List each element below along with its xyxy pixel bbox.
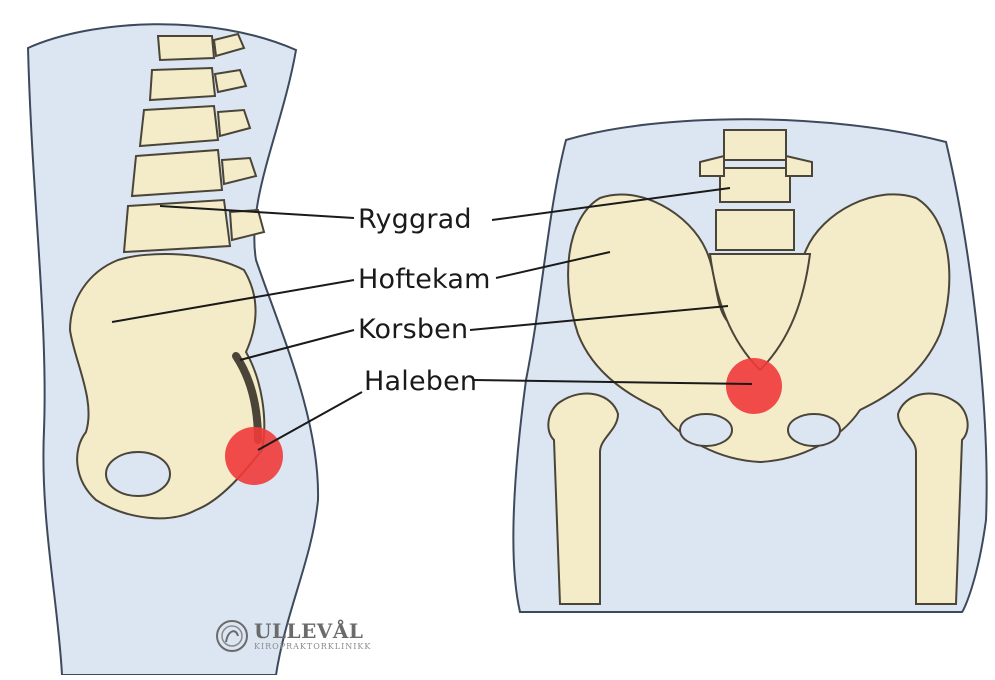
- label-haleben: Haleben: [364, 368, 477, 395]
- front-view: [513, 119, 986, 612]
- side-coccyx-highlight: [225, 427, 283, 485]
- front-coccyx-highlight: [726, 358, 782, 414]
- ullevaal-logo: ULLEVÅL KIROPRAKTORKLINIKK: [216, 618, 416, 662]
- logo-subtitle: KIROPRAKTORKLINIKK: [254, 643, 371, 651]
- front-obturator-right: [788, 414, 840, 446]
- label-korsben: Korsben: [358, 316, 468, 343]
- side-obturator-foramen: [106, 452, 170, 496]
- front-obturator-left: [680, 414, 732, 446]
- logo-name: ULLEVÅL: [254, 621, 363, 641]
- label-ryggrad: Ryggrad: [358, 206, 472, 233]
- side-view: [28, 24, 318, 675]
- label-hoftekam: Hoftekam: [358, 266, 491, 293]
